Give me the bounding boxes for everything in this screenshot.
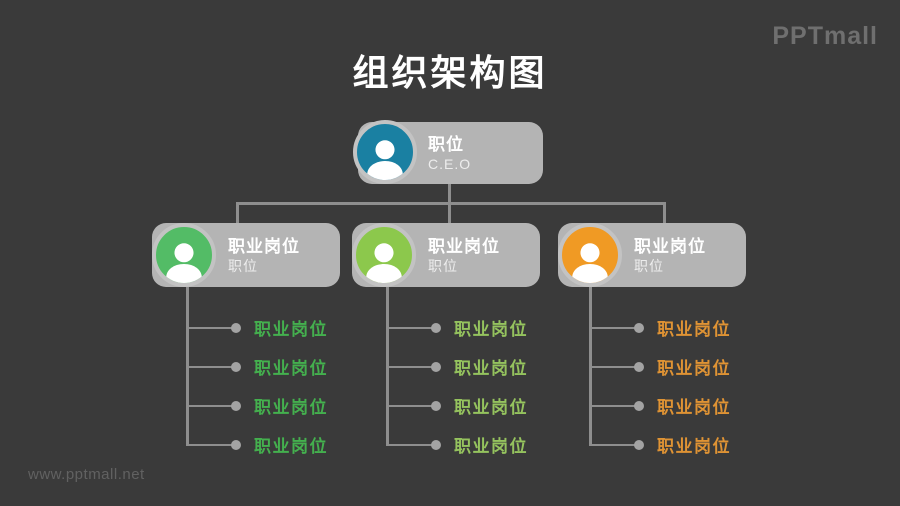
- leaf-list-branch-3: 职业岗位 职业岗位 职业岗位 职业岗位: [590, 308, 731, 464]
- leaf-label: 职业岗位: [454, 359, 528, 378]
- bullet-dot: [431, 400, 441, 411]
- leaf-item: 职业岗位: [187, 347, 328, 386]
- connector-horizontal-bar: [236, 202, 666, 205]
- leaf-list-branch-1: 职业岗位 职业岗位 职业岗位 职业岗位: [187, 308, 328, 464]
- leaf-list-branch-2: 职业岗位 职业岗位 职业岗位 职业岗位: [387, 308, 528, 464]
- node-title: 职业岗位: [228, 236, 300, 256]
- leaf-item: 职业岗位: [590, 308, 731, 347]
- connector-line: [387, 443, 433, 446]
- leaf-item: 职业岗位: [387, 425, 528, 464]
- person-avatar: [353, 120, 417, 184]
- connector-line: [187, 443, 233, 446]
- leaf-item: 职业岗位: [590, 347, 731, 386]
- person-icon: [572, 243, 608, 283]
- connector-line: [590, 443, 636, 446]
- person-icon: [166, 243, 202, 283]
- person-avatar: [152, 223, 216, 287]
- leaf-label: 职业岗位: [657, 398, 731, 417]
- connector-line: [387, 404, 433, 407]
- connector-line: [590, 404, 636, 407]
- leaf-label: 职业岗位: [454, 437, 528, 456]
- leaf-item: 职业岗位: [590, 425, 731, 464]
- watermark: www.pptmall.net: [28, 466, 145, 483]
- leaf-item: 职业岗位: [187, 425, 328, 464]
- org-node-ceo: 职位 C.E.O: [353, 120, 543, 184]
- leaf-label: 职业岗位: [454, 320, 528, 339]
- leaf-item: 职业岗位: [187, 308, 328, 347]
- page-title: 组织架构图: [352, 52, 548, 93]
- connector-drop-2: [448, 202, 451, 224]
- person-avatar: [558, 223, 622, 287]
- connector-drop-1: [236, 202, 239, 224]
- bullet-dot: [431, 439, 441, 450]
- leaf-label: 职业岗位: [454, 398, 528, 417]
- leaf-label: 职业岗位: [657, 320, 731, 339]
- bullet-dot: [634, 439, 644, 450]
- node-subtitle: 职位: [228, 257, 258, 274]
- bullet-dot: [231, 439, 241, 450]
- org-node-branch-3: 职业岗位 职位: [558, 223, 746, 287]
- connector-line: [590, 365, 636, 368]
- connector-root-stem: [448, 184, 451, 204]
- node-subtitle: 职位: [634, 257, 664, 274]
- connector-line: [590, 326, 636, 329]
- bullet-dot: [431, 361, 441, 372]
- bullet-dot: [634, 400, 644, 411]
- connector-line: [387, 326, 433, 329]
- connector-line: [187, 365, 233, 368]
- node-title: 职业岗位: [428, 236, 500, 256]
- leaf-label: 职业岗位: [254, 437, 328, 456]
- person-icon: [366, 243, 402, 283]
- person-avatar: [352, 223, 416, 287]
- org-node-branch-1: 职业岗位 职位: [152, 223, 340, 287]
- leaf-label: 职业岗位: [657, 437, 731, 456]
- connector-line: [187, 326, 233, 329]
- node-subtitle: 职位: [428, 257, 458, 274]
- connector-line: [387, 365, 433, 368]
- leaf-item: 职业岗位: [387, 386, 528, 425]
- org-node-branch-2: 职业岗位 职位: [352, 223, 540, 287]
- node-title: 职业岗位: [634, 236, 706, 256]
- bullet-dot: [634, 361, 644, 372]
- person-icon: [367, 140, 403, 180]
- node-subtitle: C.E.O: [428, 155, 472, 172]
- bullet-dot: [231, 361, 241, 372]
- leaf-item: 职业岗位: [187, 386, 328, 425]
- bullet-dot: [231, 400, 241, 411]
- leaf-label: 职业岗位: [254, 398, 328, 417]
- leaf-item: 职业岗位: [387, 347, 528, 386]
- node-title: 职位: [428, 134, 464, 154]
- connector-line: [187, 404, 233, 407]
- brand-logo: PPTmall: [772, 22, 878, 50]
- leaf-label: 职业岗位: [254, 320, 328, 339]
- bullet-dot: [431, 322, 441, 333]
- connector-drop-3: [663, 202, 666, 224]
- bullet-dot: [231, 322, 241, 333]
- leaf-item: 职业岗位: [590, 386, 731, 425]
- leaf-label: 职业岗位: [254, 359, 328, 378]
- leaf-label: 职业岗位: [657, 359, 731, 378]
- bullet-dot: [634, 322, 644, 333]
- leaf-item: 职业岗位: [387, 308, 528, 347]
